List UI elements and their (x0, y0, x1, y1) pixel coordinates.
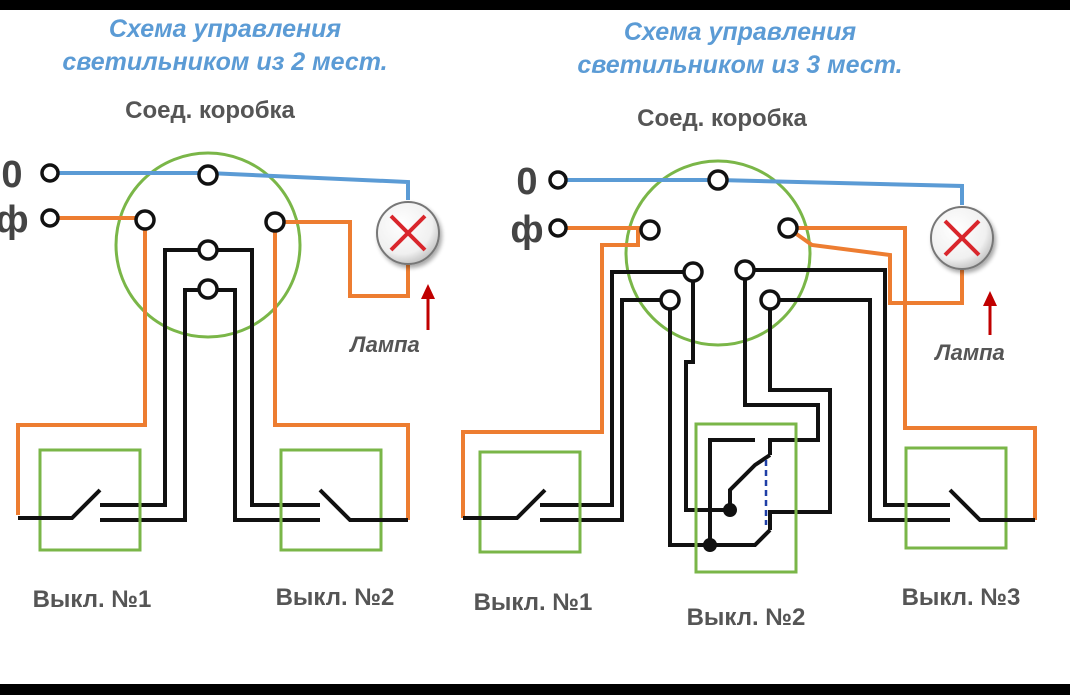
right-traveler-2a (540, 298, 670, 522)
right-neutral-wire (558, 178, 964, 205)
left-lamp-icon (376, 201, 440, 265)
left-junction-box-label: Соед. коробка (125, 97, 295, 124)
left-scheme: Схема управления светильником из 2 мест.… (0, 15, 440, 613)
right-node-traveler2 (659, 289, 681, 311)
right-title-line1: Схема управления (624, 18, 857, 46)
left-lamp-label: Лампа (348, 332, 420, 357)
right-neutral-terminal (548, 170, 568, 190)
right-node-traveler3 (734, 259, 756, 281)
right-phase-terminal (548, 218, 568, 238)
right-lamp-icon (930, 206, 994, 270)
right-traveler-3a (745, 268, 950, 507)
left-node-neutral (197, 164, 219, 186)
left-title-line2: светильником из 2 мест. (62, 48, 387, 76)
right-switch2-in-a (708, 438, 755, 545)
right-phase-label: ф (510, 209, 543, 251)
left-switch2-label: Выкл. №2 (276, 584, 395, 611)
left-traveler-2b (208, 288, 320, 522)
right-traveler-3b (770, 298, 950, 522)
right-switch3-label: Выкл. №3 (902, 584, 1021, 611)
right-neutral-label: 0 (516, 161, 537, 203)
left-title-line1: Схема управления (109, 15, 342, 43)
right-lamp-arrow-icon (983, 291, 997, 335)
right-switch1-box (478, 450, 582, 554)
right-lamp-label: Лампа (933, 340, 1005, 365)
right-switch3-box (904, 446, 1008, 550)
right-lamp-wire (786, 226, 964, 305)
left-neutral-wire (50, 171, 410, 200)
left-phase-terminal (40, 208, 60, 228)
left-phase-wire (16, 216, 147, 515)
right-node-traveler4 (759, 289, 781, 311)
right-switch1-label: Выкл. №1 (474, 589, 593, 616)
right-switch2-blade-b (710, 528, 772, 547)
right-switch3-common (788, 226, 1037, 520)
right-junction-box-label: Соед. коробка (637, 105, 807, 132)
left-switch2-common (273, 222, 410, 520)
right-switch2-contact-b (703, 538, 717, 552)
left-switch1-label: Выкл. №1 (33, 586, 152, 613)
right-phase-wire (461, 226, 640, 518)
right-traveler-1a (540, 270, 693, 507)
bottom-black-bar (0, 684, 1070, 695)
right-switch1-lever (463, 488, 547, 520)
right-node-phase (639, 219, 661, 241)
left-traveler-2a (100, 288, 208, 522)
right-traveler-4a (743, 270, 820, 455)
left-switch2-box (279, 448, 383, 552)
left-switch2-lever (318, 488, 408, 522)
right-switch2-label: Выкл. №2 (687, 604, 806, 631)
left-junction-box (114, 151, 302, 339)
left-switch1-box (38, 448, 142, 552)
left-traveler-1b (208, 248, 320, 507)
right-switch2-contact-a (723, 503, 737, 517)
right-traveler-1b (684, 272, 730, 512)
left-node-traveler2 (197, 278, 219, 300)
top-black-bar (0, 0, 1070, 10)
right-node-neutral (707, 169, 729, 191)
left-node-traveler1 (197, 239, 219, 261)
right-switch2-blade-a (728, 453, 772, 510)
left-switch1-lever (18, 488, 102, 520)
right-node-lamp (777, 217, 799, 239)
left-neutral-terminal (40, 163, 60, 183)
left-traveler-1a (100, 248, 208, 507)
right-traveler-4b (768, 300, 832, 530)
left-node-lamp (264, 211, 286, 233)
left-lamp-arrow-icon (421, 284, 435, 330)
right-junction-box (624, 159, 812, 347)
right-node-traveler1 (682, 261, 704, 283)
right-switch2-box (694, 422, 798, 574)
right-scheme: Схема управления светильником из 3 мест.… (461, 18, 1037, 631)
left-node-phase (134, 209, 156, 231)
left-neutral-label: 0 (1, 154, 22, 196)
left-phase-label: ф (0, 199, 29, 241)
right-title-line2: светильником из 3 мест. (577, 51, 902, 79)
left-lamp-wire (275, 220, 410, 298)
right-switch3-lever (948, 488, 1035, 522)
